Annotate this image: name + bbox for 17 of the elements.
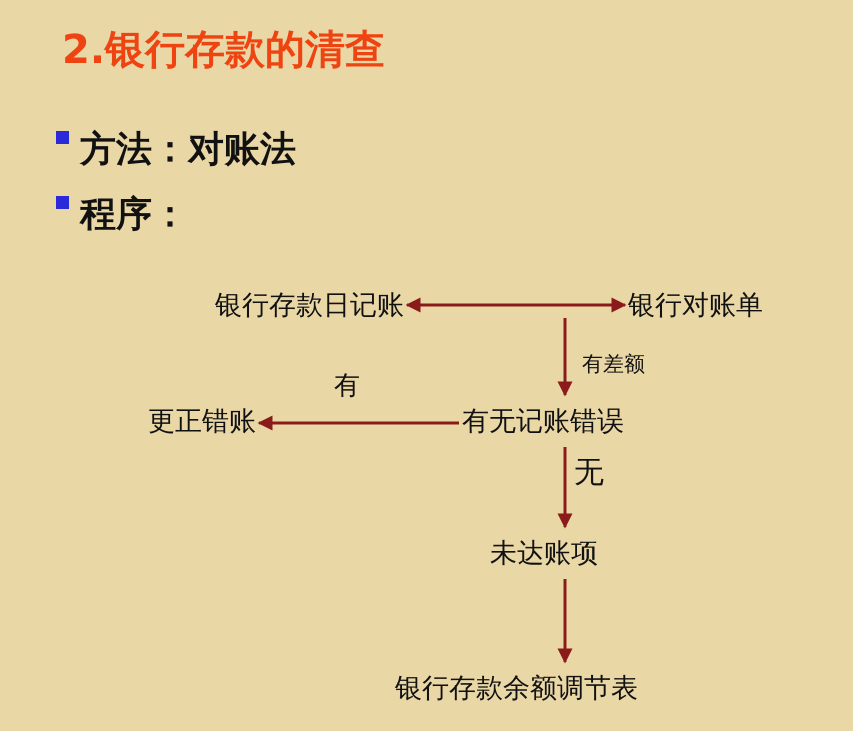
arrow <box>558 318 572 396</box>
bullet-text: 方法：对账法 <box>80 128 296 172</box>
edge-label: 有差额 <box>581 351 646 378</box>
node-text: 更正错账 <box>148 398 256 444</box>
node-text: 未达账项 <box>490 530 598 576</box>
node-text: 有无记账错误 <box>462 398 624 444</box>
node-text: 银行存款余额调节表 <box>395 665 638 711</box>
arrow <box>406 298 626 312</box>
arrow <box>558 447 572 528</box>
arrow <box>258 416 459 430</box>
slide-title: 2.银行存款的清查 <box>62 26 386 75</box>
edge-label: 无 <box>573 454 605 492</box>
node-text: 银行对账单 <box>628 282 763 328</box>
arrow <box>558 579 572 664</box>
node-text: 银行存款日记账 <box>215 282 404 328</box>
bullet-text: 程序： <box>80 193 188 237</box>
edge-label: 有 <box>333 370 361 403</box>
